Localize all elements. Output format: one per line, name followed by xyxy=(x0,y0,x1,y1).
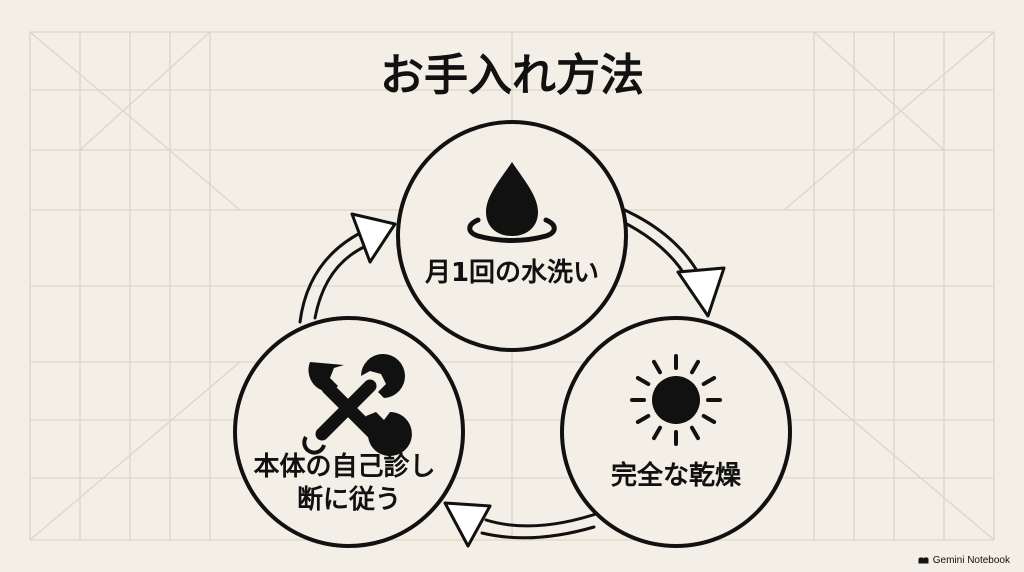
step-complete-drying: 完全な乾燥 xyxy=(560,316,792,548)
arrow-left-to-top xyxy=(298,212,397,324)
arrow-right-to-left xyxy=(443,501,604,548)
brand-text: Gemini Notebook xyxy=(932,555,1010,566)
step-label: 本体の自己診し 断に従う xyxy=(253,451,444,515)
water-drop-icon xyxy=(467,162,557,243)
step-label-line: 断に従う xyxy=(297,484,401,515)
sun-ray xyxy=(635,376,651,386)
step-label-line: 本体の自己診し xyxy=(253,451,435,482)
sun-ray xyxy=(652,425,662,441)
sun-ray xyxy=(701,414,717,424)
step-label: 月1回の水洗い xyxy=(424,258,599,288)
sun-ray xyxy=(652,359,662,375)
step-water-wash: 月1回の水洗い xyxy=(396,120,628,352)
step-label-line: 月1回の水洗い xyxy=(424,258,599,288)
sun-ray xyxy=(690,359,700,375)
page-title: お手入れ方法 xyxy=(380,50,644,101)
background-grid xyxy=(29,31,995,541)
cycle-arrows xyxy=(298,205,726,548)
step-self-diagnosis: 本体の自己診し 断に従う xyxy=(233,316,465,548)
gemini-logo-icon xyxy=(918,557,929,564)
arrow-top-to-right xyxy=(616,205,726,318)
brand-watermark: Gemini Notebook xyxy=(918,555,1010,566)
step-label: 完全な乾燥 xyxy=(611,460,742,491)
sun-ray xyxy=(635,414,651,424)
sun-ray xyxy=(690,425,700,441)
wrench-icon xyxy=(302,354,412,456)
sun-icon xyxy=(630,354,722,446)
sun-ray xyxy=(701,376,717,386)
step-label-line: 完全な乾燥 xyxy=(611,460,742,491)
step-circle xyxy=(233,316,465,548)
